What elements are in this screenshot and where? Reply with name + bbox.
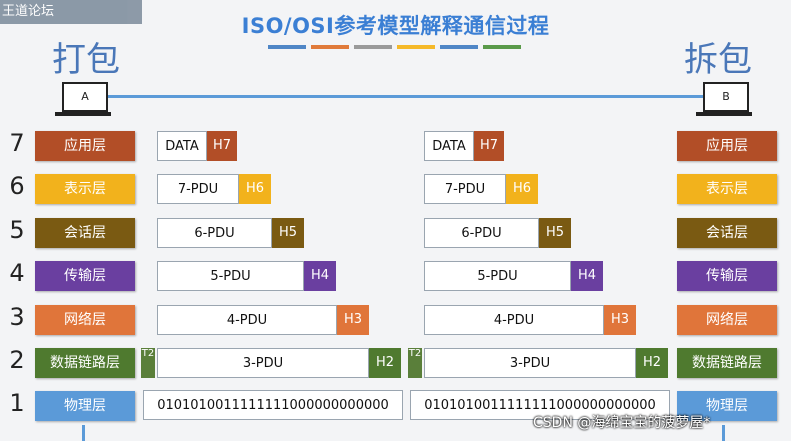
- left-pdu-layer-4: 5-PDU: [157, 261, 304, 291]
- host-b-label: B: [722, 90, 730, 103]
- left-layer-3[interactable]: 网络层: [35, 305, 135, 335]
- left-bitstream: 0101010011111111000000000000: [143, 390, 403, 420]
- right-header-h7: H7: [474, 131, 504, 161]
- left-pdu-layer-7: DATA: [157, 131, 207, 161]
- right-header-h6: H6: [506, 174, 538, 204]
- title-underline-segment: [483, 45, 521, 49]
- right-pdu-layer-5: 6-PDU: [424, 218, 539, 248]
- right-layer-3[interactable]: 网络层: [677, 305, 777, 335]
- left-physical-link: [82, 425, 85, 441]
- right-pdu-layer-6: 7-PDU: [424, 174, 506, 204]
- layer-number: 3: [9, 303, 25, 331]
- title-underline-segment: [268, 45, 306, 49]
- left-header-h5: H5: [272, 218, 304, 248]
- layer-number: 2: [9, 346, 25, 374]
- right-trailer-t2: T2: [408, 348, 422, 378]
- right-pdu-layer-7: DATA: [424, 131, 474, 161]
- title-underline-segment: [354, 45, 392, 49]
- connection-line: [108, 95, 703, 98]
- left-header-h2: H2: [369, 348, 401, 378]
- layer-number: 1: [9, 389, 25, 417]
- left-trailer-t2: T2: [141, 348, 155, 378]
- left-pdu-layer-2: 3-PDU: [157, 348, 369, 378]
- title-underline-segment: [311, 45, 349, 49]
- right-layer-6[interactable]: 表示层: [677, 174, 777, 204]
- unpack-label: 拆包: [684, 40, 752, 80]
- right-header-h2: H2: [636, 348, 668, 378]
- right-pdu-layer-4: 5-PDU: [424, 261, 571, 291]
- left-header-h3: H3: [337, 305, 369, 335]
- right-layer-5[interactable]: 会话层: [677, 218, 777, 248]
- right-layer-1[interactable]: 物理层: [677, 391, 777, 421]
- right-header-h5: H5: [539, 218, 571, 248]
- host-a-stand: [55, 112, 111, 116]
- host-a-monitor-icon: A: [62, 82, 108, 112]
- left-pdu-layer-6: 7-PDU: [157, 174, 239, 204]
- left-header-h4: H4: [304, 261, 336, 291]
- host-b-monitor-icon: B: [703, 82, 749, 112]
- left-header-h6: H6: [239, 174, 271, 204]
- left-layer-6[interactable]: 表示层: [35, 174, 135, 204]
- left-layer-2[interactable]: 数据链路层: [35, 348, 135, 378]
- right-layer-2[interactable]: 数据链路层: [677, 348, 777, 378]
- layer-number: 7: [9, 129, 25, 157]
- left-header-h7: H7: [207, 131, 237, 161]
- host-b-stand: [696, 112, 752, 116]
- csdn-watermark: CSDN @海绵宝宝的菠萝屋*: [533, 415, 711, 431]
- right-layer-4[interactable]: 传输层: [677, 261, 777, 291]
- title-underline-segment: [397, 45, 435, 49]
- right-header-h3: H3: [604, 305, 636, 335]
- forum-watermark: 王道论坛: [0, 0, 142, 24]
- right-physical-link: [722, 425, 725, 441]
- left-layer-7[interactable]: 应用层: [35, 131, 135, 161]
- right-pdu-layer-3: 4-PDU: [424, 305, 604, 335]
- host-a-label: A: [81, 90, 89, 103]
- right-layer-7[interactable]: 应用层: [677, 131, 777, 161]
- right-bitstream: 0101010011111111000000000000: [410, 390, 670, 420]
- left-layer-5[interactable]: 会话层: [35, 218, 135, 248]
- left-layer-1[interactable]: 物理层: [35, 391, 135, 421]
- left-pdu-layer-3: 4-PDU: [157, 305, 337, 335]
- pack-label: 打包: [52, 40, 120, 80]
- right-header-h4: H4: [571, 261, 603, 291]
- left-pdu-layer-5: 6-PDU: [157, 218, 272, 248]
- right-pdu-layer-2: 3-PDU: [424, 348, 636, 378]
- slide-title: ISO/OSI参考模型解释通信过程: [241, 14, 550, 38]
- layer-number: 6: [9, 172, 25, 200]
- layer-number: 5: [9, 216, 25, 244]
- title-underline-segment: [440, 45, 478, 49]
- left-layer-4[interactable]: 传输层: [35, 261, 135, 291]
- layer-number: 4: [9, 259, 25, 287]
